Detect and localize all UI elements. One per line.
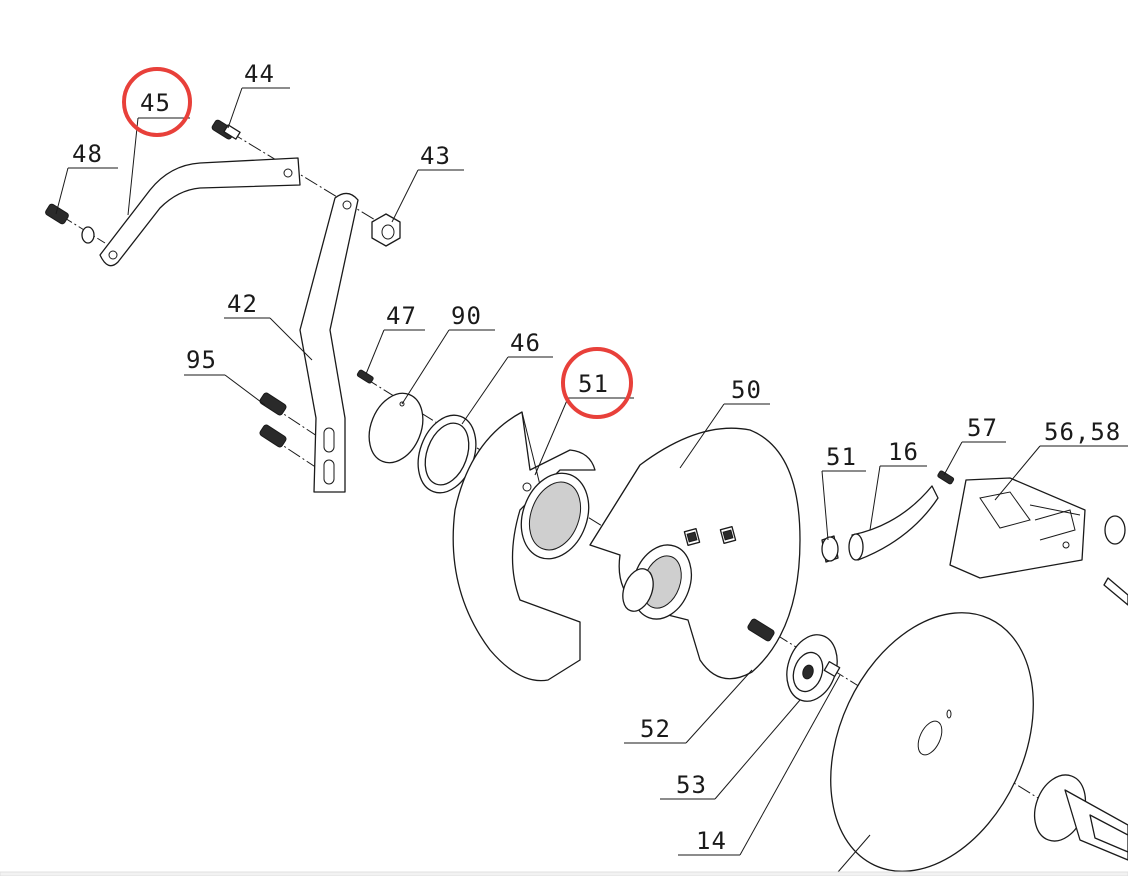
callout-44: 44 bbox=[244, 60, 275, 88]
ring-right-edge bbox=[1104, 515, 1126, 545]
tube-16 bbox=[848, 485, 939, 561]
callout-label: 47 bbox=[386, 302, 417, 330]
callout-label: 14 bbox=[696, 827, 727, 855]
callout-label: 52 bbox=[640, 715, 671, 743]
callout-label: 45 bbox=[140, 89, 171, 117]
hub-washer-53 bbox=[786, 634, 841, 702]
callout-90: 90 bbox=[451, 302, 482, 330]
axis-bolt-44 bbox=[229, 131, 396, 233]
callout-43: 43 bbox=[420, 142, 451, 170]
callout-46: 46 bbox=[510, 329, 541, 357]
bracket-slot-b bbox=[323, 459, 335, 485]
callout-label: 44 bbox=[244, 60, 275, 88]
disc-90 bbox=[368, 392, 424, 464]
callout-95: 95 bbox=[186, 346, 217, 374]
callout-label: 16 bbox=[888, 438, 919, 466]
nut-43 bbox=[371, 213, 401, 247]
callout-53: 53 bbox=[676, 771, 707, 799]
callout-label: 46 bbox=[510, 329, 541, 357]
callout-label: 51 bbox=[578, 370, 609, 398]
screw-47 bbox=[356, 369, 374, 384]
bolt-44 bbox=[211, 119, 241, 140]
disc-blade-14 bbox=[830, 612, 1034, 872]
callout-45: 45 bbox=[122, 67, 192, 137]
callout-label: 90 bbox=[451, 302, 482, 330]
callout-42: 42 bbox=[227, 290, 258, 318]
callout-48: 48 bbox=[72, 140, 103, 168]
cover-50 bbox=[589, 427, 801, 680]
callout-label: 56,58 bbox=[1044, 418, 1121, 446]
curved-bar-45-hole-a bbox=[108, 250, 118, 260]
bolt-52 bbox=[747, 618, 775, 642]
callout-52: 52 bbox=[640, 715, 671, 743]
bracket-arm-42 bbox=[299, 192, 359, 493]
curved-bar-45-hole-b bbox=[283, 168, 293, 178]
callout-label: 57 bbox=[967, 414, 998, 442]
callout-51-highlighted: 51 bbox=[561, 347, 633, 419]
callout-label: 42 bbox=[227, 290, 258, 318]
screw-57 bbox=[937, 470, 955, 485]
highlight-circle-51 bbox=[561, 347, 633, 419]
ring-46 bbox=[417, 414, 477, 494]
callout-50: 50 bbox=[731, 376, 762, 404]
highlight-circle-45 bbox=[122, 67, 192, 137]
disc-90-hole bbox=[399, 401, 405, 407]
callout-label: 50 bbox=[731, 376, 762, 404]
callout-57: 57 bbox=[967, 414, 998, 442]
callout-16: 16 bbox=[888, 438, 919, 466]
callout-label: 48 bbox=[72, 140, 103, 168]
scraper-plate-51 bbox=[452, 411, 596, 682]
bolt-48 bbox=[45, 203, 95, 244]
housing-56-58 bbox=[949, 477, 1086, 579]
bracket-arm-42-hole bbox=[342, 200, 352, 210]
callout-51: 51 bbox=[826, 443, 857, 471]
bolts-95 bbox=[259, 392, 287, 448]
callout-14: 14 bbox=[696, 827, 727, 855]
callout-label: 43 bbox=[420, 142, 451, 170]
rod-right-edge bbox=[1103, 577, 1128, 606]
cap-51 bbox=[821, 535, 839, 563]
callout-56-58: 56,58 bbox=[1044, 418, 1121, 446]
leader-lines bbox=[55, 87, 1128, 873]
callout-label: 51 bbox=[826, 443, 857, 471]
shaft-hub bbox=[1033, 774, 1128, 861]
callout-label: 95 bbox=[186, 346, 217, 374]
curved-bar-45 bbox=[99, 157, 301, 267]
bracket-slot-a bbox=[323, 427, 335, 453]
axis-bolt-48 bbox=[59, 214, 106, 244]
callout-label: 53 bbox=[676, 771, 707, 799]
bottom-edge-band bbox=[0, 871, 1128, 876]
callout-47: 47 bbox=[386, 302, 417, 330]
